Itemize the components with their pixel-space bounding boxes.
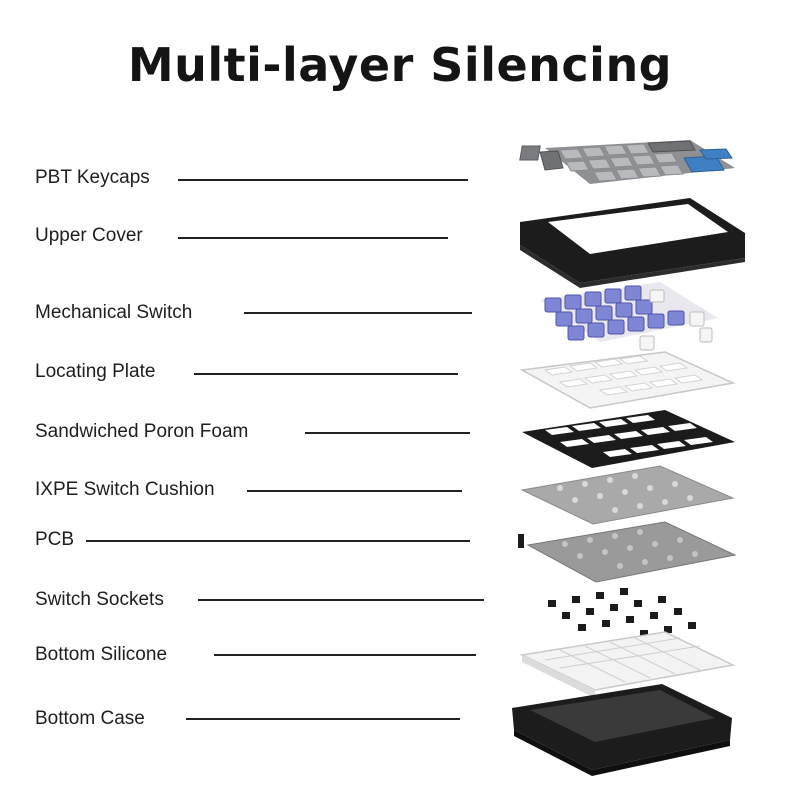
label-upper-cover: Upper Cover [35, 225, 143, 246]
label-locating-plate: Locating Plate [35, 361, 156, 382]
leader-line-ixpe-switch-cushion [247, 490, 462, 492]
leader-line-bottom-case [186, 718, 460, 720]
label-pbt-keycaps: PBT Keycaps [35, 167, 150, 188]
label-bottom-case: Bottom Case [35, 708, 145, 729]
leader-line-pcb [86, 540, 470, 542]
leader-line-upper-cover [178, 237, 448, 239]
label-switch-sockets: Switch Sockets [35, 589, 164, 610]
leader-line-bottom-silicone [214, 654, 476, 656]
ixpe-cushion-image [520, 465, 735, 525]
bottom-silicone-image [519, 631, 736, 698]
label-pcb: PCB [35, 529, 75, 550]
label-bottom-silicone: Bottom Silicone [35, 644, 168, 665]
mechanical-switch-image [540, 282, 718, 351]
page-title: Multi-layer Silencing [127, 38, 673, 92]
upper-cover-image [520, 198, 745, 288]
leader-line-mechanical-switch [244, 312, 472, 314]
bottom-case-image [512, 684, 732, 776]
switch-sockets-image [548, 588, 696, 637]
label-sandwiched-poron-foam: Sandwiched Poron Foam [35, 421, 249, 442]
pcb-image [518, 521, 737, 583]
label-ixpe-switch-cushion: IXPE Switch Cushion [35, 479, 215, 500]
poron-foam-image [522, 410, 735, 468]
locating-plate-image [519, 351, 736, 409]
leader-line-locating-plate [194, 373, 458, 375]
label-mechanical-switch: Mechanical Switch [35, 302, 193, 323]
leader-line-sandwiched-poron-foam [305, 432, 470, 434]
leader-line-switch-sockets [198, 599, 484, 601]
leader-line-pbt-keycaps [178, 179, 468, 181]
keycaps-layer-image [519, 140, 735, 184]
